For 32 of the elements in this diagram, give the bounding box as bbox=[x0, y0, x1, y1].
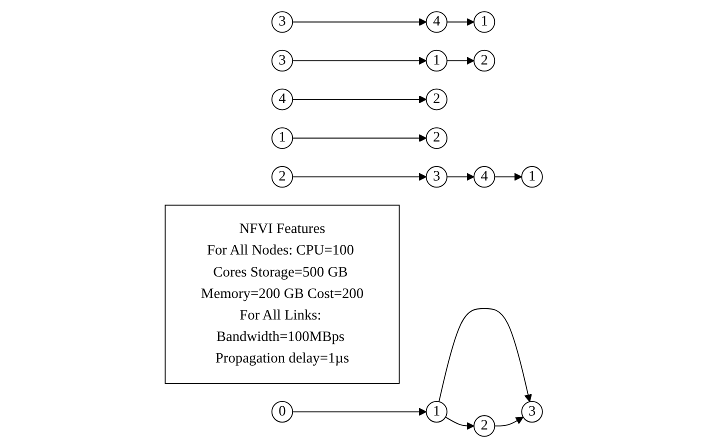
arrow bbox=[444, 416, 474, 430]
node-circle: 1 bbox=[271, 127, 293, 149]
node-circle: 3 bbox=[271, 50, 293, 72]
node-box: NFVI Features For All Nodes: CPU=100 Cores Storage=500 GB Memory=200 GB Cost=200 For All Links: Bandwidth=100MBps Propagation delay=1µs bbox=[164, 204, 400, 384]
arrow bbox=[292, 134, 426, 142]
node-circle: 2 bbox=[426, 127, 448, 149]
node-circle: 1 bbox=[520, 166, 543, 188]
node-circle: 2 bbox=[426, 88, 448, 110]
node-circle: 3 bbox=[271, 11, 293, 33]
arrow bbox=[494, 416, 524, 426]
arrow bbox=[292, 172, 426, 181]
arrow bbox=[292, 56, 426, 65]
node-circle: 2 bbox=[271, 166, 293, 188]
node-circle: 4 bbox=[473, 166, 495, 188]
arrow bbox=[292, 95, 426, 104]
arrow bbox=[292, 18, 426, 26]
arrow bbox=[438, 308, 532, 402]
node-circle: 2 bbox=[473, 50, 495, 72]
node-circle: 2 bbox=[473, 415, 495, 437]
node-circle: 1 bbox=[426, 50, 448, 72]
arrow bbox=[446, 18, 474, 26]
node-circle: 1 bbox=[426, 401, 448, 423]
node-circle: 0 bbox=[271, 401, 293, 423]
node-circle: 3 bbox=[426, 166, 448, 188]
arrow bbox=[292, 408, 426, 416]
node-circle: 3 bbox=[520, 401, 543, 423]
node-circle: 4 bbox=[271, 88, 293, 110]
node-circle: 4 bbox=[426, 11, 448, 33]
arrow bbox=[446, 56, 474, 65]
node-circle: 1 bbox=[473, 11, 495, 33]
arrow bbox=[446, 172, 474, 181]
arrow bbox=[494, 172, 522, 181]
